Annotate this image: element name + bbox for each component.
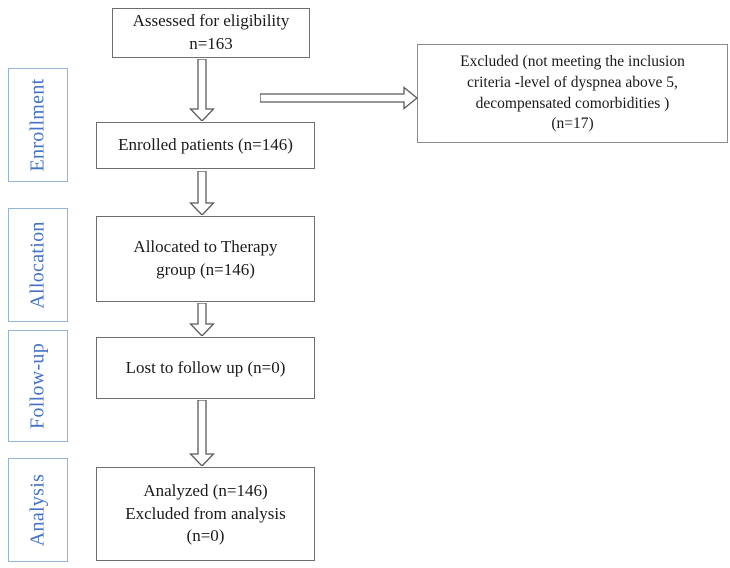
- stage-label-allocation-text: Allocation: [26, 221, 49, 309]
- stage-label-follow-up-text: Follow-up: [26, 342, 49, 430]
- down-arrow-lost-to-analyzed: [189, 400, 215, 466]
- box-lost-to-follow-up: Lost to follow up (n=0): [96, 337, 315, 399]
- box-enrolled-patients: Enrolled patients (n=146): [96, 122, 315, 169]
- stage-label-follow-up: Follow-up: [8, 330, 68, 442]
- down-arrow-enrolled-to-allocated: [189, 171, 215, 215]
- box-assessed-for-eligibility: Assessed for eligibility n=163: [112, 8, 310, 58]
- right-arrow-to-excluded: [260, 86, 418, 110]
- stage-label-allocation: Allocation: [8, 208, 68, 322]
- box-excluded: Excluded (not meeting the inclusion crit…: [417, 44, 728, 143]
- down-arrow-allocated-to-lost: [189, 303, 215, 336]
- stage-label-analysis: Analysis: [8, 458, 68, 562]
- down-arrow-assessed-to-enrolled: [189, 59, 215, 121]
- stage-label-analysis-text: Analysis: [26, 473, 49, 547]
- box-allocated-therapy-group: Allocated to Therapy group (n=146): [96, 216, 315, 302]
- stage-label-enrollment: Enrollment: [8, 68, 68, 182]
- stage-label-enrollment-text: Enrollment: [26, 78, 49, 172]
- box-analyzed: Analyzed (n=146) Excluded from analysis …: [96, 467, 315, 561]
